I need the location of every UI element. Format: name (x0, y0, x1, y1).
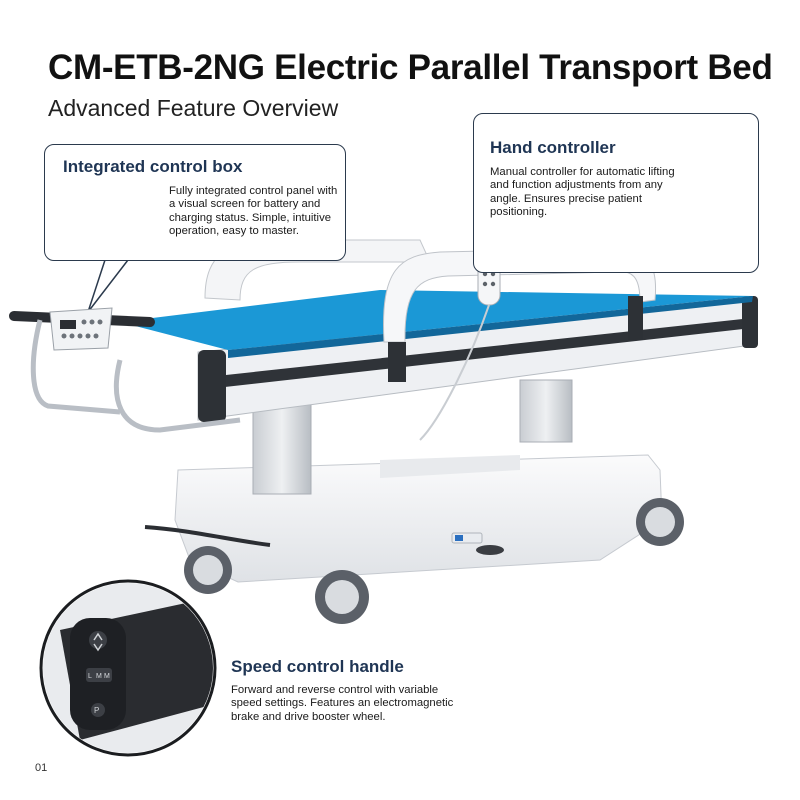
control-box-description: Fully integrated control panel with a vi… (169, 185, 338, 238)
speed-button-label: L (88, 673, 92, 680)
hand-controller-heading: Hand controller (490, 138, 616, 157)
speed-handle-heading: Speed control handle (231, 657, 404, 676)
caster-wheels (184, 498, 684, 624)
mattress (120, 290, 753, 350)
control-box-device (49, 307, 113, 351)
speed-handle-buttons: L M M (88, 673, 110, 680)
page-title: CM-ETB-2NG Electric Parallel Transport B… (48, 48, 773, 87)
page-subtitle: Advanced Feature Overview (48, 95, 339, 121)
control-box-callout: Integrated control box Fully integrated … (44, 144, 346, 261)
bed-base (174, 454, 663, 583)
control-box-heading: Integrated control box (63, 157, 243, 176)
speed-handle-description: Forward and reverse control with variabl… (231, 684, 454, 723)
hand-controller-description: Manual controller for automatic lifting … (490, 166, 675, 219)
speed-button-label: M (96, 673, 102, 680)
svg-text:P: P (94, 706, 99, 715)
page-number: 01 (35, 762, 48, 774)
speed-button-label: M (104, 673, 110, 680)
corner-bumper (198, 350, 226, 422)
hand-controller-callout: Hand controller Manual controller for au… (473, 113, 759, 273)
lift-column-left (252, 401, 312, 495)
speed-handle-inset: P (39, 579, 217, 757)
control-box-pointer (87, 259, 130, 313)
lift-column-right (519, 379, 573, 443)
